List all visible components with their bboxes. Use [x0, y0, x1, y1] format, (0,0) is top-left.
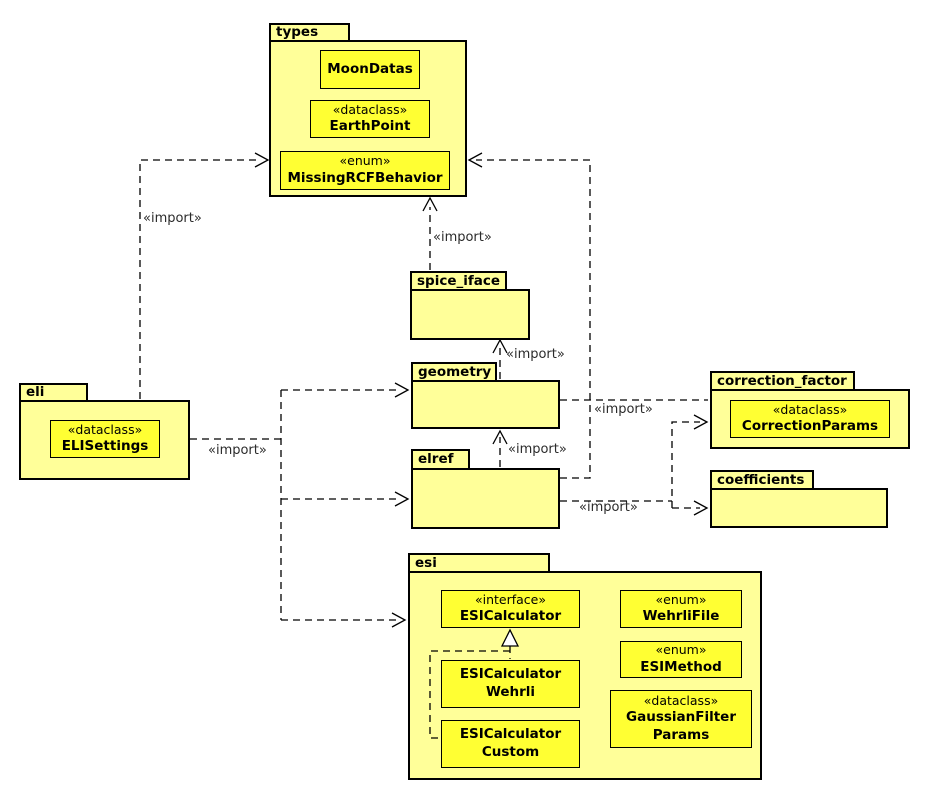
class-name: CorrectionParams	[741, 418, 879, 435]
class-stereotype: «dataclass»	[332, 101, 408, 117]
arrowhead-into-spice-icon	[492, 338, 508, 354]
class-box-correctionparams: «dataclass» CorrectionParams	[730, 400, 890, 438]
class-stereotype: «enum»	[655, 591, 707, 607]
edge-trunk-correction	[671, 421, 700, 508]
package-tab-eli: eli	[19, 383, 88, 400]
class-name: WehrliFile	[642, 608, 720, 625]
class-name-line1: ESICalculator	[459, 726, 562, 743]
class-name: ELISettings	[61, 438, 149, 455]
import-label-elref-geometry: «import»	[508, 442, 567, 457]
arrowhead-into-geometry-bottom-icon	[492, 429, 508, 445]
arrowhead-into-elref-left-icon	[394, 491, 410, 507]
class-name: MoonDatas	[327, 60, 413, 77]
package-body-spice-iface	[410, 289, 530, 340]
package-tab-geometry: geometry	[411, 362, 497, 380]
import-label-spice-types: «import»	[433, 230, 492, 245]
class-name: EarthPoint	[329, 118, 411, 135]
arrowhead-into-coefficients-icon	[693, 500, 709, 516]
package-body-geometry	[411, 380, 560, 429]
package-tab-correction-factor: correction_factor	[710, 371, 855, 389]
class-name: MissingRCFBehavior	[287, 169, 443, 186]
class-box-wehrlifile: «enum» WehrliFile	[620, 590, 742, 628]
import-label-eli-types: «import»	[143, 211, 202, 226]
arrowhead-into-esi-left-icon	[391, 612, 407, 628]
class-name-line1: GaussianFilter	[626, 709, 736, 726]
class-box-gaussianfilterparams: «dataclass» GaussianFilter Params	[610, 690, 752, 748]
package-tab-spice-iface: spice_iface	[410, 271, 507, 289]
class-box-elisettings: «dataclass» ELISettings	[50, 420, 160, 458]
arrowhead-into-correction-icon	[693, 414, 709, 430]
import-label-geometry-spice: «import»	[506, 347, 565, 362]
class-stereotype: «dataclass»	[67, 421, 143, 437]
import-label-elref-coefficients: «import»	[579, 500, 638, 515]
class-name: ESICalculator	[459, 608, 562, 625]
class-stereotype: «dataclass»	[643, 692, 719, 708]
edge-eli-types	[139, 159, 256, 399]
arrowhead-into-types-bottom-icon	[422, 196, 438, 212]
package-tab-elref: elref	[411, 449, 470, 468]
arrowhead-into-types-right-icon	[467, 152, 483, 168]
class-stereotype: «interface»	[474, 591, 547, 607]
class-box-earthpoint: «dataclass» EarthPoint	[310, 100, 430, 138]
class-name-line1: ESICalculator	[459, 666, 562, 683]
class-box-esicalculatorcustom: ESICalculator Custom	[441, 720, 580, 768]
class-box-esicalculator: «interface» ESICalculator	[441, 590, 580, 628]
class-box-esimethod: «enum» ESIMethod	[620, 641, 742, 678]
import-label-geometry-correction: «import»	[594, 402, 653, 417]
class-box-esicalculatorwehrli: ESICalculator Wehrli	[441, 660, 580, 708]
package-tab-coefficients: coefficients	[710, 470, 814, 488]
package-body-elref	[411, 468, 560, 529]
package-tab-esi: esi	[408, 553, 550, 571]
class-name-line2: Params	[652, 727, 710, 744]
class-box-missingrcfbehavior: «enum» MissingRCFBehavior	[280, 151, 450, 190]
class-name-line2: Custom	[481, 744, 540, 760]
class-name: ESIMethod	[640, 658, 722, 675]
class-stereotype: «enum»	[655, 642, 707, 658]
class-stereotype: «dataclass»	[772, 401, 848, 417]
class-stereotype: «enum»	[339, 153, 391, 169]
class-name-line2: Wehrli	[485, 684, 536, 700]
class-box-moondatas: MoonDatas	[320, 50, 420, 89]
arrowhead-into-geometry-left-icon	[394, 382, 410, 398]
import-label-eli-trunk: «import»	[208, 443, 267, 458]
arrowhead-into-types-left-icon	[254, 152, 270, 168]
package-tab-types: types	[269, 23, 350, 40]
package-body-coefficients	[710, 488, 888, 528]
